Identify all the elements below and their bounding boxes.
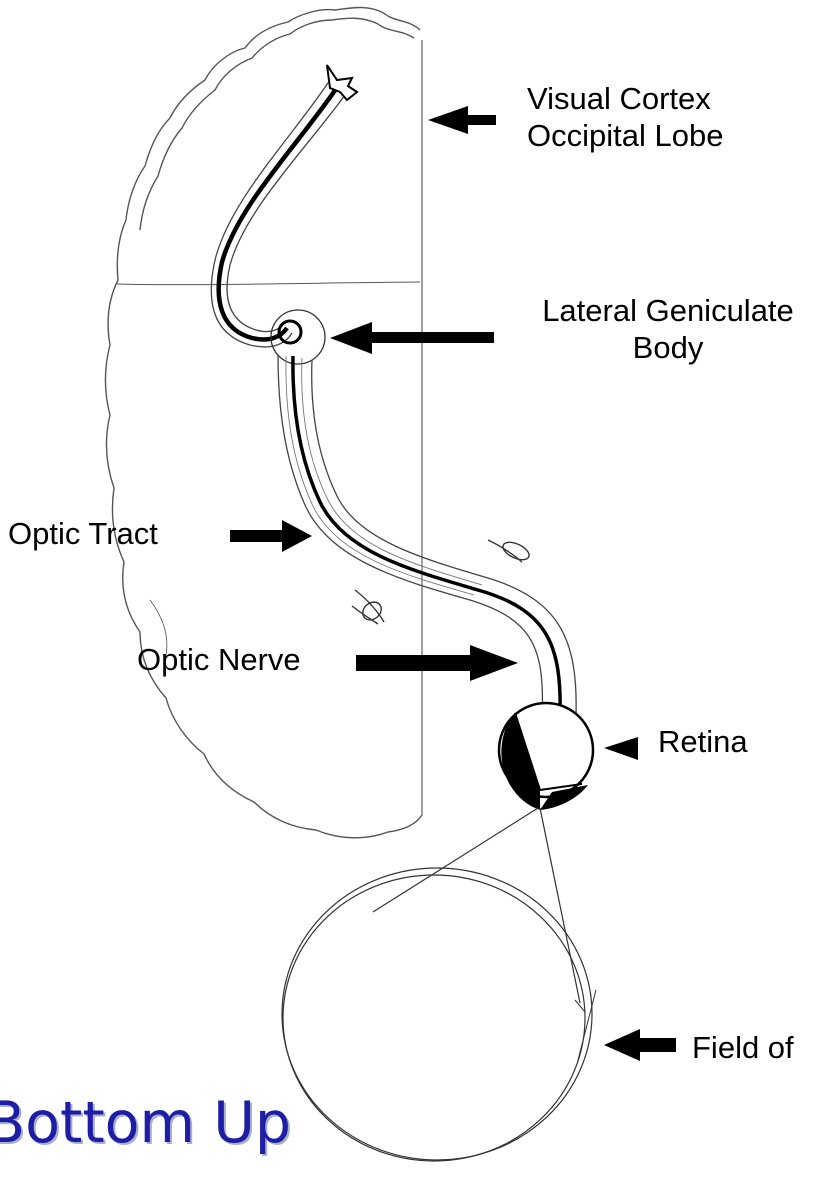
optic-chiasm-stubs: [352, 539, 532, 624]
label-visual-cortex-line1: Visual Cortex: [527, 80, 723, 117]
eye-retina: [499, 703, 593, 810]
arrow-visual-cortex: [428, 106, 496, 134]
slide-title: Bottom Up: [0, 1088, 291, 1158]
arrow-lateral-geniculate: [330, 322, 494, 354]
label-optic-tract: Optic Tract: [8, 515, 158, 552]
label-field-of: Field of: [692, 1029, 794, 1066]
label-lateral-geniculate-line2: Body: [513, 329, 823, 366]
brain-hemisphere-outline: [106, 8, 423, 838]
label-visual-cortex-line2: Occipital Lobe: [527, 117, 723, 154]
label-lateral-geniculate: Lateral Geniculate Body: [513, 292, 823, 366]
label-optic-nerve: Optic Nerve: [137, 641, 301, 678]
arrow-optic-nerve: [356, 645, 518, 681]
label-lateral-geniculate-line1: Lateral Geniculate: [513, 292, 823, 329]
visual-field-cone: [373, 808, 596, 1060]
label-retina: Retina: [658, 723, 748, 760]
optic-radiation: [211, 65, 357, 347]
lateral-geniculate-body: [271, 310, 325, 364]
arrow-field: [604, 1029, 676, 1061]
label-visual-cortex: Visual Cortex Occipital Lobe: [527, 80, 723, 154]
arrow-retina: [604, 737, 638, 760]
visual-field-circle: [282, 868, 592, 1161]
arrow-optic-tract: [230, 520, 312, 552]
